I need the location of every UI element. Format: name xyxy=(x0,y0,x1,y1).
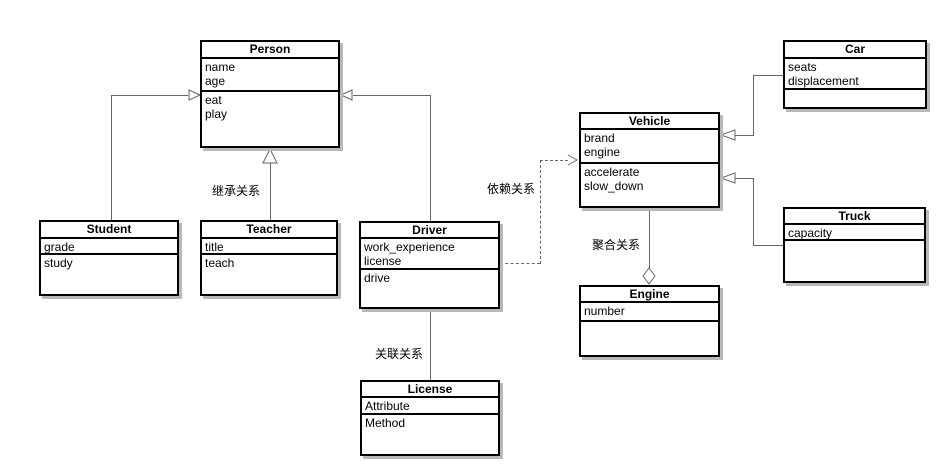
class-title: Vehicle xyxy=(581,114,718,130)
class-person[interactable]: Person name age eat play xyxy=(200,40,340,148)
attribute: license xyxy=(364,254,402,268)
class-engine[interactable]: Engine number xyxy=(579,285,720,357)
attribute: title xyxy=(205,240,224,254)
method: drive xyxy=(364,271,391,285)
class-title: License xyxy=(362,382,498,398)
connector-driver-vehicle xyxy=(540,160,541,264)
class-driver[interactable]: Driver work_experience license drive xyxy=(359,221,500,309)
inheritance-triangle-icon xyxy=(340,89,353,101)
method: slow_down xyxy=(584,179,644,193)
aggregation-diamond-icon xyxy=(642,267,656,285)
method: study xyxy=(44,256,73,270)
attribute: number xyxy=(584,304,625,318)
method: teach xyxy=(205,256,235,270)
connector-student-person xyxy=(111,95,188,96)
class-truck[interactable]: Truck capacity xyxy=(783,207,926,283)
class-vehicle[interactable]: Vehicle brand engine accelerate slow_dow… xyxy=(579,112,720,208)
class-title: Student xyxy=(41,222,177,239)
attribute: seats xyxy=(788,60,817,74)
class-attributes: number xyxy=(581,303,718,322)
connector-driver-person xyxy=(353,95,430,96)
attribute: work_experience xyxy=(364,240,455,254)
method: accelerate xyxy=(584,165,640,179)
connector-truck-vehicle xyxy=(735,178,753,179)
class-title: Driver xyxy=(361,223,498,239)
label-dependency: 依赖关系 xyxy=(487,182,536,196)
method: Method xyxy=(365,416,406,430)
class-license[interactable]: License Attribute Method xyxy=(360,380,500,456)
label-inheritance: 继承关系 xyxy=(212,184,261,198)
class-attributes: title xyxy=(202,239,336,255)
class-title: Teacher xyxy=(202,222,336,239)
connector-vehicle-engine xyxy=(649,208,650,268)
connector-driver-license xyxy=(430,309,431,380)
attribute: engine xyxy=(584,145,621,159)
connector-truck-vehicle xyxy=(753,178,754,246)
label-association: 关联关系 xyxy=(375,347,424,361)
inheritance-triangle-icon xyxy=(720,172,736,184)
class-car[interactable]: Car seats displacement xyxy=(783,40,927,109)
connector-driver-vehicle xyxy=(500,263,540,264)
attribute: displacement xyxy=(788,74,859,88)
inheritance-triangle-icon xyxy=(188,89,201,101)
connector-truck-vehicle xyxy=(753,245,783,246)
attribute: grade xyxy=(44,240,75,254)
class-student[interactable]: Student grade study xyxy=(39,220,179,296)
class-title: Truck xyxy=(785,209,924,225)
attribute: age xyxy=(205,74,226,88)
class-title: Person xyxy=(202,42,338,59)
attribute: capacity xyxy=(788,226,833,240)
connector-driver-vehicle xyxy=(540,160,568,161)
connector-teacher-person xyxy=(270,163,271,220)
class-attributes: brand engine xyxy=(581,130,718,164)
method: play xyxy=(205,107,228,121)
class-methods: eat play xyxy=(202,92,338,121)
class-methods: teach xyxy=(202,255,336,270)
attribute: brand xyxy=(584,131,615,145)
class-attributes: capacity xyxy=(785,225,924,241)
attribute: name xyxy=(205,60,236,74)
class-attributes: grade xyxy=(41,239,177,255)
class-teacher[interactable]: Teacher title teach xyxy=(200,220,338,296)
class-methods: Method xyxy=(362,415,498,430)
connector-student-person xyxy=(111,95,112,220)
class-attributes: Attribute xyxy=(362,398,498,415)
connector-car-vehicle xyxy=(753,75,783,76)
inheritance-triangle-icon xyxy=(262,148,278,164)
class-title: Car xyxy=(785,42,925,59)
connector-car-vehicle xyxy=(753,75,754,136)
class-methods xyxy=(581,322,718,323)
attribute: Attribute xyxy=(365,399,410,413)
class-methods: drive xyxy=(361,270,498,285)
dependency-arrow-icon xyxy=(567,154,579,166)
label-aggregation: 聚合关系 xyxy=(592,238,641,252)
class-methods xyxy=(785,90,925,91)
class-title: Engine xyxy=(581,287,718,303)
class-methods xyxy=(785,241,924,242)
connector-driver-person xyxy=(430,95,431,221)
class-attributes: name age xyxy=(202,59,338,92)
class-methods: accelerate slow_down xyxy=(581,164,718,193)
class-attributes: seats displacement xyxy=(785,59,925,90)
method: eat xyxy=(205,93,222,107)
connector-car-vehicle xyxy=(735,135,753,136)
class-methods: study xyxy=(41,255,177,270)
inheritance-triangle-icon xyxy=(720,129,736,141)
class-attributes: work_experience license xyxy=(361,239,498,270)
